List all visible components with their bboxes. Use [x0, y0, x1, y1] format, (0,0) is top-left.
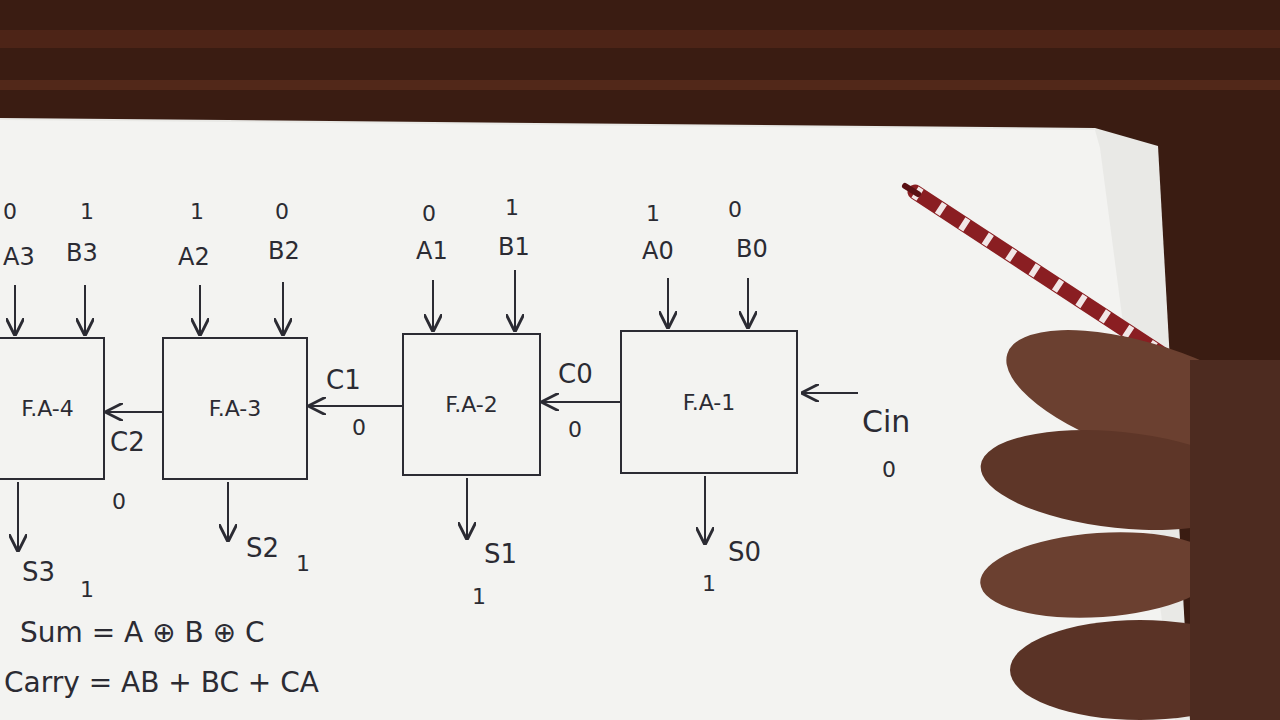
- formula: Sum = A ⊕ B ⊕ C: [20, 618, 265, 649]
- box-label: F.A-1: [683, 390, 736, 415]
- signal-label: 0: [568, 418, 582, 442]
- input-wire: [282, 282, 284, 336]
- input-wire: [84, 285, 86, 336]
- back-sheet: [0, 118, 1190, 720]
- signal-label: 1: [190, 200, 204, 224]
- signal-label: A3: [3, 244, 35, 270]
- input-wire: [14, 285, 16, 336]
- signal-label: 0: [3, 200, 17, 224]
- signal-label: A1: [416, 238, 448, 264]
- finger: [977, 525, 1222, 626]
- signal-label: A2: [178, 244, 210, 270]
- wood-grain: [0, 80, 1280, 90]
- output-wire: [227, 482, 229, 542]
- carry-connector: [105, 411, 162, 413]
- signal-label: 0: [422, 202, 436, 226]
- input-wire: [667, 278, 669, 329]
- signal-label: C2: [110, 428, 145, 457]
- signal-label: 0: [882, 458, 896, 482]
- hand: [976, 301, 1280, 720]
- signal-label: Cin: [862, 405, 910, 438]
- signal-label: 1: [472, 585, 486, 609]
- box-label: F.A-4: [21, 396, 74, 421]
- signal-label: C1: [326, 366, 361, 395]
- signal-label: 0: [112, 490, 126, 514]
- signal-label: B2: [268, 238, 300, 264]
- carry-in-wire: [801, 392, 858, 394]
- signal-label: S3: [22, 558, 55, 587]
- signal-label: 1: [80, 200, 94, 224]
- formula: Carry = AB + BC + CA: [4, 668, 319, 699]
- signal-label: A0: [642, 238, 674, 264]
- paper-sheet: [0, 120, 1175, 720]
- signal-label: 1: [702, 572, 716, 596]
- pen-tip: [905, 186, 918, 194]
- output-wire: [17, 482, 19, 552]
- input-wire: [514, 270, 516, 332]
- signal-label: 1: [646, 202, 660, 226]
- palm: [1190, 360, 1280, 720]
- signal-label: S0: [728, 538, 761, 567]
- input-wire: [199, 285, 201, 336]
- signal-label: 1: [505, 196, 519, 220]
- carry-connector: [308, 405, 402, 407]
- signal-label: B3: [66, 240, 98, 266]
- output-wire: [704, 476, 706, 545]
- input-wire: [747, 278, 749, 329]
- signal-label: 0: [275, 200, 289, 224]
- full-adder-box: F.A-4: [0, 337, 105, 480]
- carry-connector: [541, 401, 620, 403]
- signal-label: B0: [736, 236, 768, 262]
- signal-label: 0: [352, 416, 366, 440]
- full-adder-box: F.A-2: [402, 333, 541, 476]
- full-adder-box: F.A-3: [162, 337, 308, 480]
- box-label: F.A-3: [209, 396, 262, 421]
- wood-grain: [0, 30, 1280, 48]
- signal-label: 0: [728, 198, 742, 222]
- input-wires: [15, 270, 748, 336]
- signal-label: B1: [498, 234, 530, 260]
- signal-label: C0: [558, 360, 593, 389]
- signal-label: 1: [296, 552, 310, 576]
- signal-label: S2: [246, 534, 279, 563]
- full-adder-box: F.A-1: [620, 330, 798, 474]
- box-label: F.A-2: [445, 392, 498, 417]
- input-wire: [432, 280, 434, 332]
- output-wire: [466, 478, 468, 540]
- signal-label: S1: [484, 540, 517, 569]
- signal-label: 1: [80, 578, 94, 602]
